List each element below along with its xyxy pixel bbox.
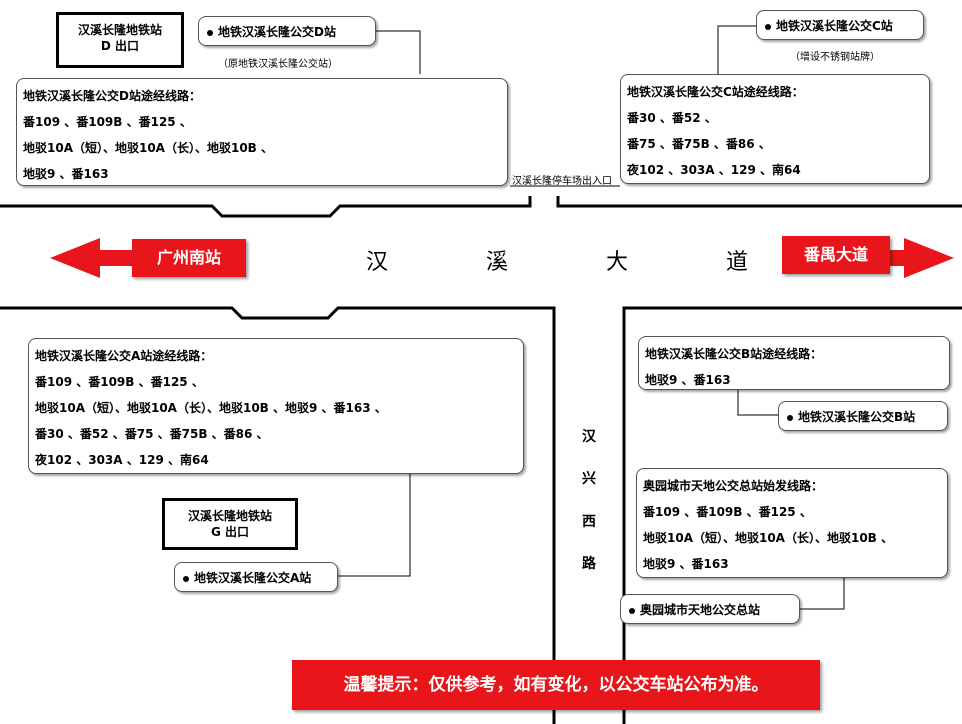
bus-stop-a-name: 地铁汉溪长隆公交A站 <box>194 571 312 585</box>
side-road-char: 西 <box>582 514 596 530</box>
routes-title: 地铁汉溪长隆公交B站途经线路： <box>645 347 823 361</box>
connector-stop-terminal <box>800 578 845 610</box>
bus-stop-icon <box>183 575 189 582</box>
routes-row: 地驳9 、番163 <box>643 557 729 571</box>
routes-row: 地驳9 、番163 <box>645 373 731 387</box>
routes-box-c: 地铁汉溪长隆公交C站途经线路： 番30 、番52 、 番75 、番75B 、番8… <box>620 74 930 184</box>
routes-box-a: 地铁汉溪长隆公交A站途经线路： 番109 、番109B 、番125 、 地驳10… <box>28 338 524 474</box>
connector-stop-d <box>376 30 421 74</box>
direction-guangzhou-south: 广州南站 <box>132 239 246 277</box>
metro-exit-d-label: D 出口 <box>100 39 140 53</box>
routes-box-b: 地铁汉溪长隆公交B站途经线路： 地驳9 、番163 <box>638 336 950 390</box>
routes-title: 地铁汉溪长隆公交C站途经线路： <box>627 85 804 99</box>
road-edge-south-right <box>622 306 962 724</box>
bus-stop-icon <box>787 414 793 421</box>
routes-row: 夜102 、303A 、129 、南64 <box>35 453 209 467</box>
bus-stop-c-note: （增设不锈钢站牌） <box>790 52 880 63</box>
bus-stop-c[interactable]: 地铁汉溪长隆公交C站 <box>756 10 924 40</box>
routes-row: 夜102 、303A 、129 、南64 <box>627 163 801 177</box>
road-name-char: 大 <box>606 250 629 275</box>
parking-entrance-label: 汉溪长隆停车场出入口 <box>512 176 612 187</box>
bus-stop-c-name: 地铁汉溪长隆公交C站 <box>776 19 893 33</box>
routes-title: 地铁汉溪长隆公交D站途经线路： <box>23 89 201 103</box>
bus-stop-icon <box>207 29 213 36</box>
bus-stop-d-note: （原地铁汉溪长隆公交站） <box>218 59 338 70</box>
direction-panyu-avenue: 番禺大道 <box>782 236 890 274</box>
road-name-char: 溪 <box>486 250 509 275</box>
routes-row: 番109 、番109B 、番125 、 <box>23 115 192 129</box>
routes-row: 番30 、番52 、番75 、番75B 、番86 、 <box>35 427 269 441</box>
road-name-char: 汉 <box>366 250 389 275</box>
arrow-left-icon <box>50 238 134 278</box>
routes-row: 地驳10A（短）、地驳10A（长）、地驳10B 、 <box>23 141 273 155</box>
routes-row: 番109 、番109B 、番125 、 <box>35 375 204 389</box>
routes-title: 奥园城市天地公交总站始发线路： <box>643 479 824 493</box>
routes-row: 地驳10A（短）、地驳10A（长）、地驳10B 、 <box>643 531 893 545</box>
side-road-char: 汉 <box>582 429 596 445</box>
side-road-char: 路 <box>582 556 596 572</box>
road-name-char: 道 <box>726 250 749 275</box>
bus-stop-terminal[interactable]: 奥园城市天地公交总站 <box>620 594 800 624</box>
bus-stop-terminal-name: 奥园城市天地公交总站 <box>640 603 761 617</box>
bus-stop-icon <box>765 23 771 30</box>
routes-row: 番75 、番75B 、番86 、 <box>627 137 771 151</box>
connector-stop-b <box>737 390 778 416</box>
bus-stop-b[interactable]: 地铁汉溪长隆公交B站 <box>778 401 948 431</box>
road-edge-north-left <box>0 196 532 218</box>
routes-box-d: 地铁汉溪长隆公交D站途经线路： 番109 、番109B 、番125 、 地驳10… <box>16 78 508 186</box>
routes-box-terminal: 奥园城市天地公交总站始发线路： 番109 、番109B 、番125 、 地驳10… <box>636 468 948 578</box>
bus-stop-d-name: 地铁汉溪长隆公交D站 <box>218 25 336 39</box>
metro-exit-d-name: 汉溪长隆地铁站 <box>77 23 162 37</box>
road-edge-north-right <box>556 196 962 208</box>
metro-exit-g: 汉溪长隆地铁站 G 出口 <box>162 498 298 550</box>
routes-row: 地驳10A（短）、地驳10A（长）、地驳10B 、地驳9 、番163 、 <box>35 401 387 415</box>
bus-stop-b-name: 地铁汉溪长隆公交B站 <box>798 410 916 424</box>
routes-row: 番30 、番52 、 <box>627 111 717 125</box>
disclaimer-banner: 温馨提示：仅供参考，如有变化，以公交车站公布为准。 <box>292 660 820 710</box>
side-road-char: 兴 <box>582 471 596 487</box>
connector-stop-a <box>338 472 411 577</box>
routes-title: 地铁汉溪长隆公交A站途经线路： <box>35 349 213 363</box>
arrow-right-icon <box>880 238 954 278</box>
metro-exit-d: 汉溪长隆地铁站 D 出口 <box>56 12 184 68</box>
connector-stop-c <box>717 25 758 74</box>
bus-stop-d[interactable]: 地铁汉溪长隆公交D站 <box>198 16 376 46</box>
metro-exit-g-name: 汉溪长隆地铁站 <box>187 509 272 523</box>
bus-stop-icon <box>629 607 635 614</box>
routes-row: 番109 、番109B 、番125 、 <box>643 505 812 519</box>
bus-stop-a[interactable]: 地铁汉溪长隆公交A站 <box>174 562 338 592</box>
metro-exit-g-label: G 出口 <box>210 525 250 539</box>
routes-row: 地驳9 、番163 <box>23 167 109 181</box>
road-edge-south-left <box>0 306 556 724</box>
